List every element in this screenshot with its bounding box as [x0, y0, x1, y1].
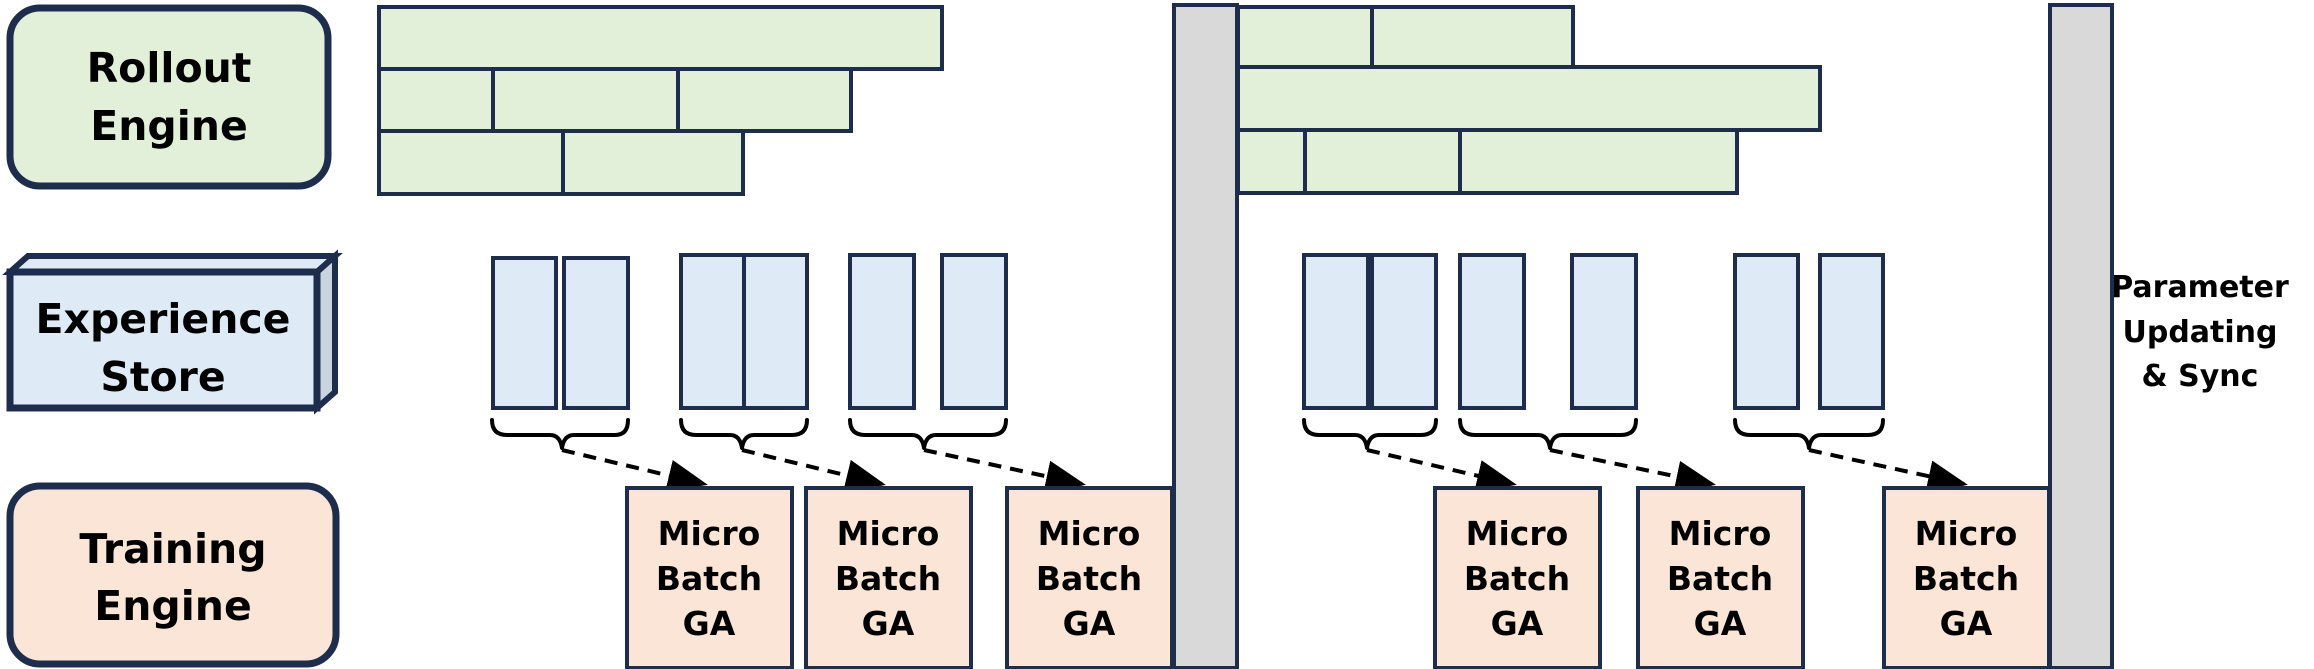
- micro-batch-group: Micro Batch GA Micro Batch GA Micro Batc…: [625, 486, 2051, 669]
- micro-batch-box: Micro Batch GA: [804, 486, 973, 669]
- brace: [848, 418, 1008, 450]
- rollout-segment: [1236, 128, 1307, 195]
- training-engine-box: Training Engine: [6, 482, 340, 668]
- training-engine-label-1: Training: [79, 525, 266, 573]
- experience-store-label-2: Store: [100, 353, 225, 401]
- rollout-segment: [676, 67, 853, 133]
- param-label-3: & Sync: [2142, 359, 2259, 394]
- param-label-2: Updating: [2122, 315, 2277, 350]
- svg-text:Batch: Batch: [1667, 559, 1773, 598]
- svg-text:GA: GA: [1694, 604, 1747, 643]
- training-engine-label-2: Engine: [94, 582, 252, 630]
- parameter-sync-label: Parameter Updating & Sync: [2111, 270, 2289, 394]
- experience-cell: [940, 253, 1008, 410]
- rollout-segment: [1458, 128, 1739, 195]
- experience-cell: [562, 256, 630, 410]
- rollout-rows-phase-2: [1236, 5, 1822, 195]
- brace: [1302, 418, 1438, 450]
- svg-text:GA: GA: [683, 604, 736, 643]
- svg-text:GA: GA: [1940, 604, 1993, 643]
- experience-store-box: Experience Store: [2, 249, 343, 415]
- grouping-braces: [490, 418, 1885, 450]
- rollout-segment: [377, 5, 944, 71]
- micro-batch-box: Micro Batch GA: [1005, 486, 1174, 669]
- rollout-segment: [561, 129, 745, 196]
- svg-text:Batch: Batch: [1036, 559, 1142, 598]
- micro-batch-box: Micro Batch GA: [1882, 486, 2051, 669]
- dashed-arrow: [561, 448, 708, 492]
- rollout-rows-phase-1: [377, 5, 944, 196]
- svg-text:Micro: Micro: [837, 514, 940, 553]
- dashed-arrow: [923, 448, 1086, 493]
- rollout-segment: [377, 129, 565, 196]
- experience-cell: [1302, 253, 1370, 410]
- brace: [679, 418, 809, 450]
- svg-text:Micro: Micro: [1466, 514, 1569, 553]
- svg-text:GA: GA: [862, 604, 915, 643]
- param-label-1: Parameter: [2111, 270, 2289, 305]
- micro-batch-box: Micro Batch GA: [1433, 486, 1602, 669]
- experience-cell: [679, 253, 746, 410]
- svg-text:Batch: Batch: [1913, 559, 2019, 598]
- rollout-segment: [1236, 5, 1374, 69]
- svg-text:Micro: Micro: [1915, 514, 2018, 553]
- rollout-engine-label-1: Rollout: [87, 44, 252, 92]
- experience-cell: [1458, 253, 1526, 410]
- svg-text:Micro: Micro: [1038, 514, 1141, 553]
- brace: [1458, 418, 1638, 450]
- rollout-segment: [1236, 65, 1822, 132]
- micro-batch-box: Micro Batch GA: [625, 486, 794, 669]
- sync-bar: [1172, 3, 1239, 669]
- brace: [490, 418, 630, 450]
- experience-cell: [491, 256, 558, 410]
- experience-store-label-1: Experience: [36, 295, 291, 343]
- micro-batch-box: Micro Batch GA: [1636, 486, 1805, 669]
- experience-cell: [1570, 253, 1638, 410]
- dashed-arrow: [1808, 448, 1968, 492]
- svg-text:GA: GA: [1491, 604, 1544, 643]
- rollout-engine-label-2: Engine: [90, 102, 248, 150]
- experience-cell: [1370, 253, 1438, 410]
- rollout-engine-box: Rollout Engine: [6, 4, 332, 190]
- sync-bar: [2048, 3, 2114, 669]
- svg-text:Batch: Batch: [1464, 559, 1570, 598]
- rollout-segment: [377, 67, 495, 133]
- svg-text:Micro: Micro: [1669, 514, 1772, 553]
- svg-text:Micro: Micro: [658, 514, 761, 553]
- experience-cells: [491, 253, 1885, 410]
- svg-text:Batch: Batch: [656, 559, 762, 598]
- brace: [1733, 418, 1885, 450]
- svg-text:GA: GA: [1063, 604, 1116, 643]
- dashed-arrow: [1366, 448, 1517, 492]
- experience-cell: [848, 253, 916, 410]
- rollout-segment: [491, 67, 680, 133]
- rollout-segment: [1370, 5, 1575, 69]
- dispatch-arrows: [561, 448, 1968, 493]
- experience-cell: [1733, 253, 1800, 410]
- dashed-arrow: [741, 448, 886, 492]
- experience-cell: [1818, 253, 1885, 410]
- experience-cell: [742, 253, 809, 410]
- dashed-arrow: [1549, 448, 1716, 493]
- rollout-segment: [1303, 128, 1462, 195]
- svg-text:Batch: Batch: [835, 559, 941, 598]
